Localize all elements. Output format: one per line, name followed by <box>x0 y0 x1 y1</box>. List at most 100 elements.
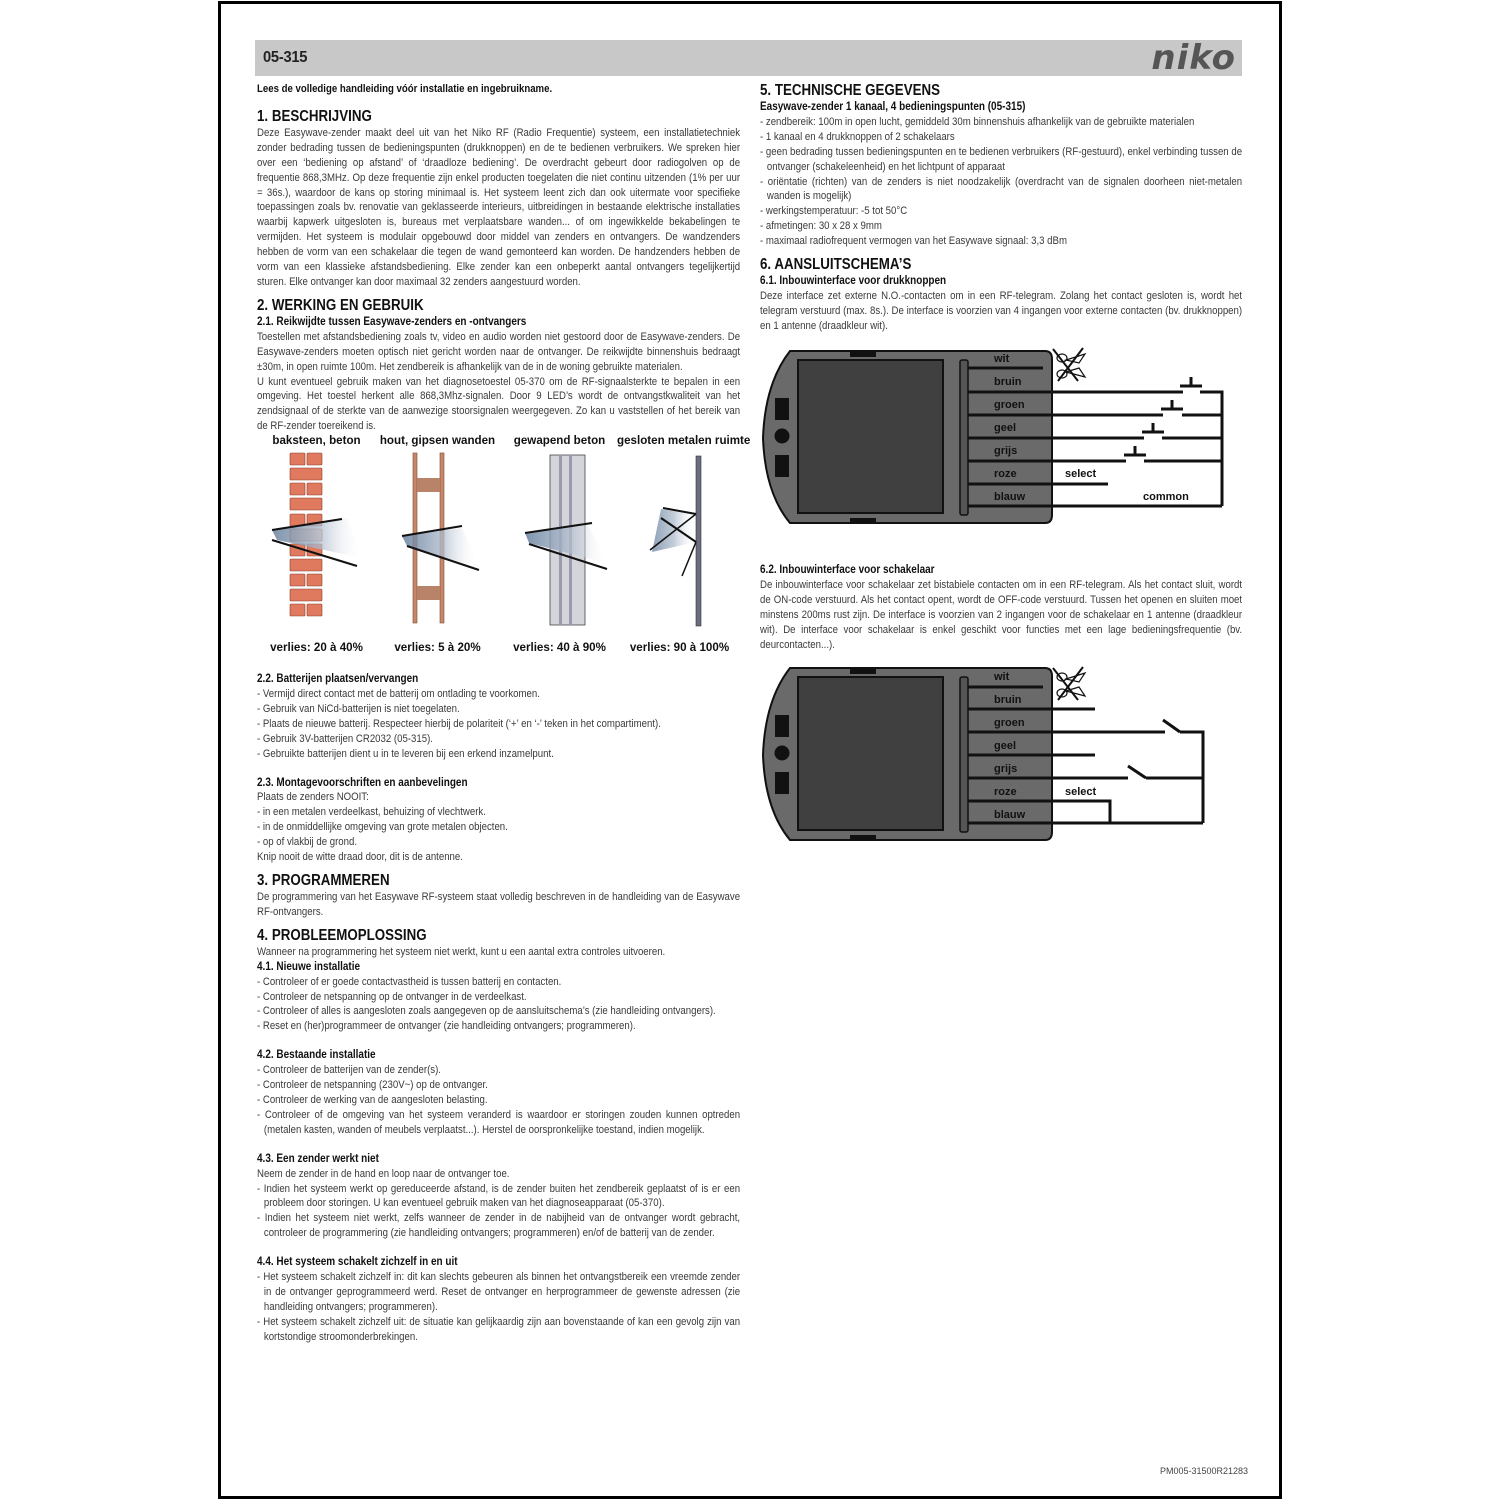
list-item: - Controleer de netspanning (230V~) op d… <box>257 1079 488 1092</box>
section-6-2-body: De inbouwinterface voor schakelaar zet b… <box>760 578 1243 651</box>
wire-label: roze <box>994 786 1017 798</box>
wire-label: bruin <box>994 376 1022 388</box>
wire-label: blauw <box>994 809 1026 821</box>
header-bar: 05-315 niko <box>255 40 1242 76</box>
intro-note: Lees de volledige handleiding vóór insta… <box>257 83 553 95</box>
list-item: - op of vlakbij de grond. <box>257 836 358 849</box>
list-item: - oriëntatie (richten) van de zenders is… <box>760 175 1243 203</box>
section-6-1-title: 6.1. Inbouwinterface voor drukknoppen <box>760 274 947 288</box>
material-brick: baksteen, beton <box>254 434 379 449</box>
section-5-subtitle: Easywave-zender 1 kanaal, 4 bedieningspu… <box>760 100 1026 113</box>
page-frame <box>218 1 1282 1499</box>
list-item: - Controleer de batterijen van de zender… <box>257 1064 441 1077</box>
section-4-4-title: 4.4. Het systeem schakelt zichzelf in en… <box>257 1255 458 1269</box>
section-6-1-body: Deze interface zet externe N.O.-contacte… <box>760 289 1243 332</box>
interface-device-icon <box>761 667 1053 841</box>
wiring-diagram-switch: wit bruin groen geel grijs roze blauw se… <box>761 666 1205 841</box>
section-4-1-title: 4.1. Nieuwe installatie <box>257 959 361 973</box>
select-label: select <box>1065 468 1097 480</box>
material-title: gesloten metalen ruimte <box>617 434 751 448</box>
existing-install-list: - Controleer de batterijen van de zender… <box>257 1063 740 1138</box>
material-metal: gesloten metalen ruimte <box>617 434 751 449</box>
list-item: - in de onmiddellijke omgeving van grote… <box>257 821 508 834</box>
material-loss-figures: baksteen, beton hout, gipsen wanden gewa… <box>254 434 751 672</box>
list-item: - Gebruik 3V-batterijen CR2032 (05-315). <box>257 732 433 745</box>
do-not-cut-scissors-icon <box>1052 347 1087 382</box>
mounting-list: - in een metalen verdeelkast, behuizing … <box>257 805 740 850</box>
material-concrete: gewapend beton <box>497 434 622 449</box>
common-label: common <box>1143 491 1189 503</box>
metal-wall-icon <box>649 455 702 627</box>
wire-label: grijs <box>994 445 1017 457</box>
section-6-title: 6. AANSLUITSCHEMA’S <box>760 256 912 274</box>
self-switching-list: - Het systeem schakelt zichzelf in: dit … <box>257 1270 740 1345</box>
material-title: baksteen, beton <box>272 434 361 448</box>
section-2-3-tail: Knip nooit de witte draad door, dit is d… <box>257 851 463 864</box>
wire-label: wit <box>993 671 1010 683</box>
new-install-list: - Controleer of er goede contactvastheid… <box>257 975 740 1035</box>
footer-document-code: PM005-31500R21283 <box>1160 1466 1249 1476</box>
section-5-title: 5. TECHNISCHE GEGEVENS <box>760 82 940 99</box>
do-not-cut-scissors-icon <box>1052 666 1087 701</box>
brick-wall-icon <box>271 452 362 617</box>
material-loss: verlies: 20 à 40% <box>270 641 363 655</box>
material-title: gewapend beton <box>513 434 606 448</box>
wire-label: groen <box>994 717 1025 729</box>
transmitter-fail-list: - Indien het systeem werkt op gereduceer… <box>257 1182 740 1242</box>
concrete-wall-icon <box>524 454 608 626</box>
wire-label: roze <box>994 468 1017 480</box>
wire-label: geel <box>994 422 1016 434</box>
section-1-title: 1. BESCHRIJVING <box>257 107 372 125</box>
list-item: - Controleer of er goede contactvastheid… <box>257 975 562 988</box>
section-3-body: De programmering van het Easywave RF-sys… <box>257 891 741 918</box>
list-item: - Het systeem schakelt zichzelf in: dit … <box>257 1271 741 1313</box>
material-wood: hout, gipsen wanden <box>375 434 500 449</box>
document-code: 05-315 <box>263 49 308 66</box>
section-6-2: 6.2. Inbouwinterface voor schakelaar De … <box>760 563 1242 652</box>
list-item: - Gebruikte batterijen dient u in te lev… <box>257 747 554 760</box>
material-loss: verlies: 40 à 90% <box>513 641 606 655</box>
list-item: - Controleer of de omgeving van het syst… <box>257 1108 741 1136</box>
section-2-3-title: 2.3. Montagevoorschriften en aanbeveling… <box>257 775 468 789</box>
section-2-title: 2. WERKING EN GEBRUIK <box>257 296 424 314</box>
niko-logo: niko <box>1151 38 1236 78</box>
list-item: - Controleer de netspanning op de ontvan… <box>257 990 527 1003</box>
section-4-3-title: 4.3. Een zender werkt niet <box>257 1151 379 1165</box>
section-4-2-title: 4.2. Bestaande installatie <box>257 1048 376 1062</box>
list-item: - in een metalen verdeelkast, behuizing … <box>257 806 486 819</box>
list-item: - Plaats de nieuwe batterij. Respecteer … <box>257 717 661 730</box>
wire-label: bruin <box>994 694 1022 706</box>
battery-list: - Vermijd direct contact met de batterij… <box>257 687 740 762</box>
list-item: - geen bedrading tussen bedieningspunten… <box>760 145 1243 173</box>
list-item: - 1 kanaal en 4 drukknoppen of 2 schakel… <box>760 130 955 143</box>
right-column: 5. TECHNISCHE GEGEVENS Easywave-zender 1… <box>760 82 1242 334</box>
list-item: - maximaal radiofrequent vermogen van he… <box>760 235 1067 248</box>
interface-device-icon <box>761 350 1053 524</box>
section-2-1-body1: Toestellen met afstandsbediening zoals t… <box>257 330 741 373</box>
tech-specs-list: - zendbereik: 100m in open lucht, gemidd… <box>760 115 1242 249</box>
list-item: - Gebruik van NiCd-batterijen is niet to… <box>257 702 460 715</box>
material-loss: verlies: 90 à 100% <box>629 641 730 655</box>
section-4-3-lead: Neem de zender in de hand en loop naar d… <box>257 1167 510 1180</box>
list-item: - Het systeem schakelt zichzelf uit: de … <box>257 1315 741 1343</box>
section-2-1-body2: U kunt eventueel gebruik maken van het d… <box>257 375 741 433</box>
section-1-body: Deze Easywave-zender maakt deel uit van … <box>257 126 741 288</box>
section-3-title: 3. PROGRAMMEREN <box>257 872 390 889</box>
section-2-3-lead: Plaats de zenders NOOIT: <box>257 791 369 804</box>
list-item: - Reset en (her)programmeer de ontvanger… <box>257 1020 636 1033</box>
list-item: - Controleer de werking van de aangeslot… <box>257 1093 488 1106</box>
list-item: - Indien het systeem niet werkt, zelfs w… <box>257 1212 741 1240</box>
wire-label: grijs <box>994 763 1017 775</box>
left-column: Lees de volledige handleiding vóór insta… <box>254 82 751 1345</box>
material-illustrations <box>271 452 702 627</box>
section-2-2-title: 2.2. Batterijen plaatsen/vervangen <box>257 672 419 686</box>
wiring-diagram-pushbuttons: wit bruin groen geel grijs roze blauw se… <box>761 347 1224 524</box>
select-label: select <box>1065 786 1097 798</box>
wire-label: blauw <box>994 491 1026 503</box>
list-item: - zendbereik: 100m in open lucht, gemidd… <box>760 115 1195 128</box>
section-4-lead: Wanneer na programmering het systeem nie… <box>257 945 666 958</box>
wood-wall-icon <box>401 452 480 624</box>
list-item: - Controleer of alles is aangesloten zoa… <box>257 1005 716 1018</box>
list-item: - afmetingen: 30 x 28 x 9mm <box>760 220 882 233</box>
list-item: - werkingstemperatuur: -5 tot 50°C <box>760 205 908 218</box>
